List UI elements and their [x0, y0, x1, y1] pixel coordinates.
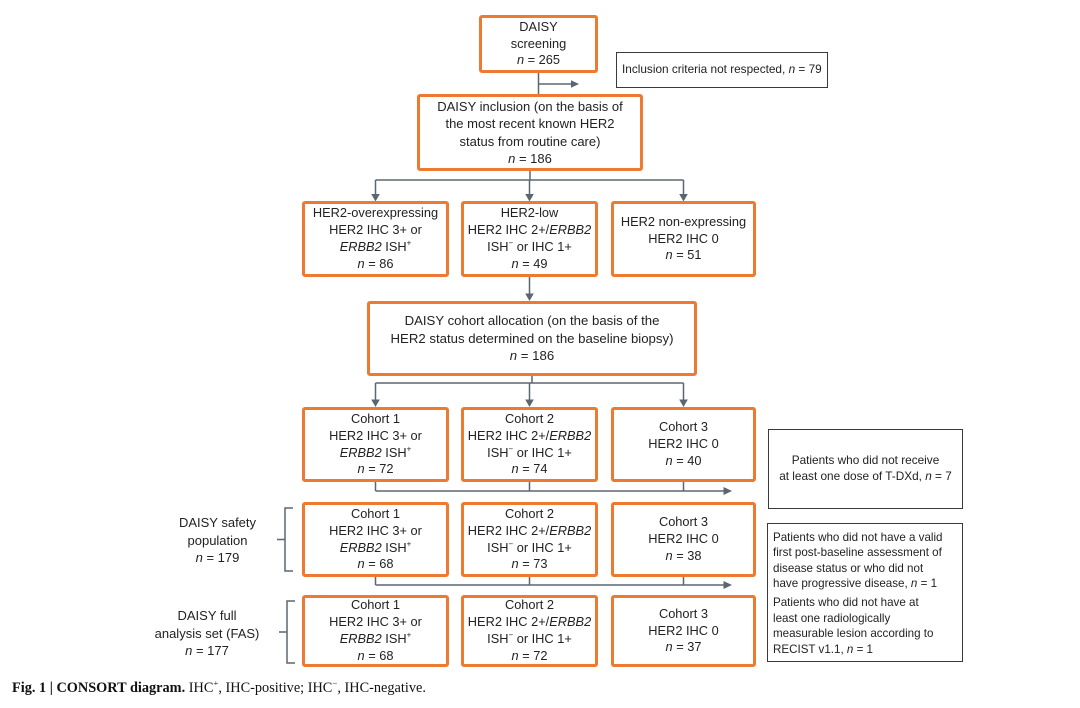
allocation-box: DAISY cohort allocation (on the basis of… — [367, 301, 697, 376]
right-arrowhead — [571, 80, 579, 88]
screening-down-line — [537, 73, 579, 94]
right-arrowhead — [723, 487, 732, 495]
allocation-branch — [371, 376, 688, 407]
right-arrowhead — [723, 581, 732, 589]
down-arrowhead — [679, 399, 688, 407]
down-arrowhead — [525, 399, 534, 407]
screening-exclusion-box: Inclusion criteria not respected, n = 79 — [616, 52, 828, 88]
tdxd-exclusion-connector — [374, 482, 732, 495]
down-arrowhead — [371, 399, 380, 407]
figure-caption: Fig. 1 | CONSORT diagram. IHC+, IHC-posi… — [12, 678, 426, 696]
fas-exclusion-connector — [374, 577, 732, 589]
down-arrowhead — [525, 293, 534, 301]
low-to-allocation-arrow — [525, 277, 534, 301]
inclusion-branch — [371, 171, 688, 202]
